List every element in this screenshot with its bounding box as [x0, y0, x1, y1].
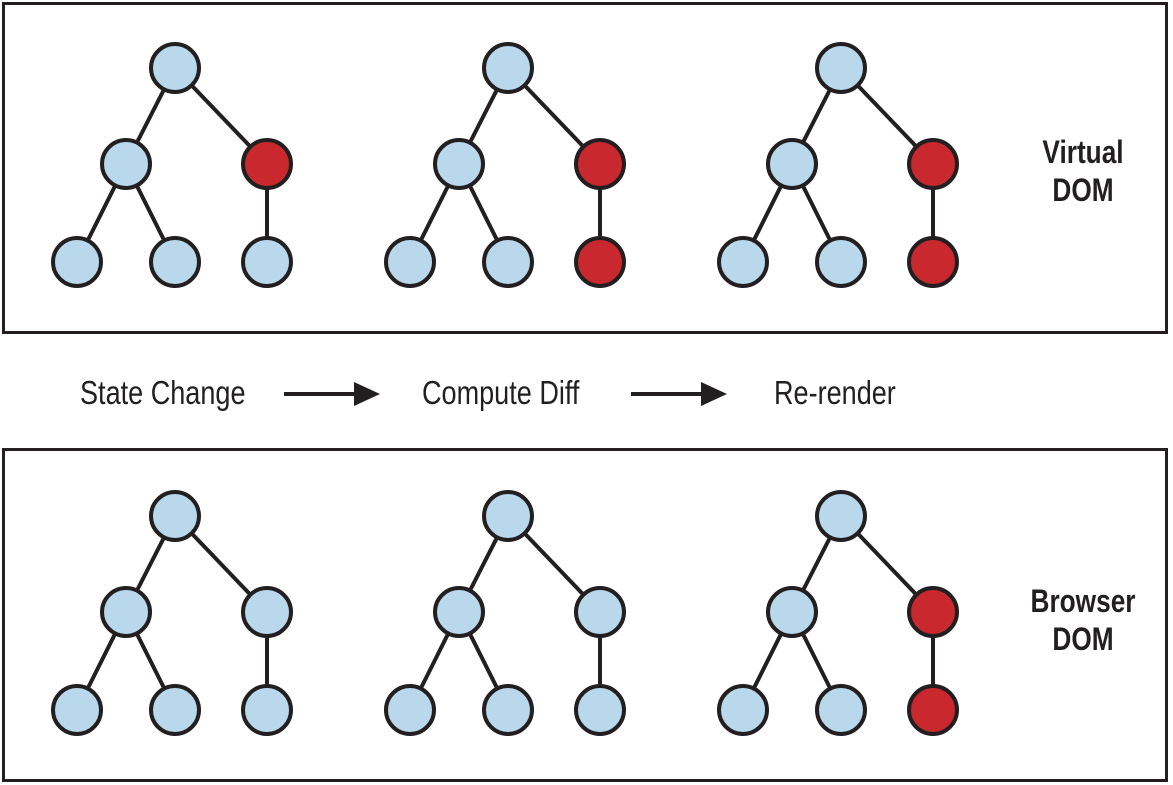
middle-leaf-node [482, 236, 534, 288]
browser-dom-label-line2: DOM [1052, 621, 1114, 657]
left-child-node [766, 586, 818, 638]
right-arrow-icon [284, 382, 380, 406]
left-child-node [433, 138, 485, 190]
virtual-dom-tree-state-change [51, 42, 293, 288]
right-leaf-node-changed [907, 236, 959, 288]
root-node [482, 42, 534, 94]
right-child-node-changed [907, 586, 959, 638]
virtual-dom-label-line2: DOM [1052, 172, 1114, 208]
virtual-dom-tree-compute-diff [384, 42, 626, 288]
virtual-dom-tree-re-render [717, 42, 959, 288]
middle-leaf-node [482, 684, 534, 736]
browser-dom-label: Browser DOM [1022, 582, 1145, 658]
right-arrow-icon [631, 382, 727, 406]
right-leaf-node [241, 684, 293, 736]
right-leaf-node-changed [907, 684, 959, 736]
step-state-change: State Change [80, 374, 246, 411]
root-node [482, 490, 534, 542]
right-child-node-changed [574, 138, 626, 190]
virtual-dom-label: Virtual DOM [1022, 133, 1145, 209]
browser-dom-tree-compute-diff [384, 490, 626, 736]
right-child-node [574, 586, 626, 638]
left-leaf-node [51, 236, 103, 288]
right-child-node-changed [241, 138, 293, 190]
root-node [149, 490, 201, 542]
left-leaf-node [384, 236, 436, 288]
right-child-node [241, 586, 293, 638]
right-child-node-changed [907, 138, 959, 190]
right-leaf-node-changed [574, 236, 626, 288]
browser-dom-label-line1: Browser [1030, 583, 1136, 619]
root-node [815, 490, 867, 542]
left-leaf-node [384, 684, 436, 736]
left-leaf-node [51, 684, 103, 736]
left-leaf-node [717, 684, 769, 736]
root-node [815, 42, 867, 94]
left-child-node [766, 138, 818, 190]
browser-dom-tree-re-render [717, 490, 959, 736]
step-compute-diff: Compute Diff [422, 374, 580, 411]
middle-leaf-node [815, 684, 867, 736]
root-node [149, 42, 201, 94]
middle-leaf-node [149, 236, 201, 288]
left-child-node [100, 138, 152, 190]
right-leaf-node [574, 684, 626, 736]
left-leaf-node [717, 236, 769, 288]
middle-leaf-node [815, 236, 867, 288]
left-child-node [433, 586, 485, 638]
virtual-dom-label-line1: Virtual [1042, 134, 1124, 170]
right-leaf-node [241, 236, 293, 288]
left-child-node [100, 586, 152, 638]
middle-leaf-node [149, 684, 201, 736]
browser-dom-tree-state-change [51, 490, 293, 736]
step-re-render: Re-render [774, 374, 896, 411]
